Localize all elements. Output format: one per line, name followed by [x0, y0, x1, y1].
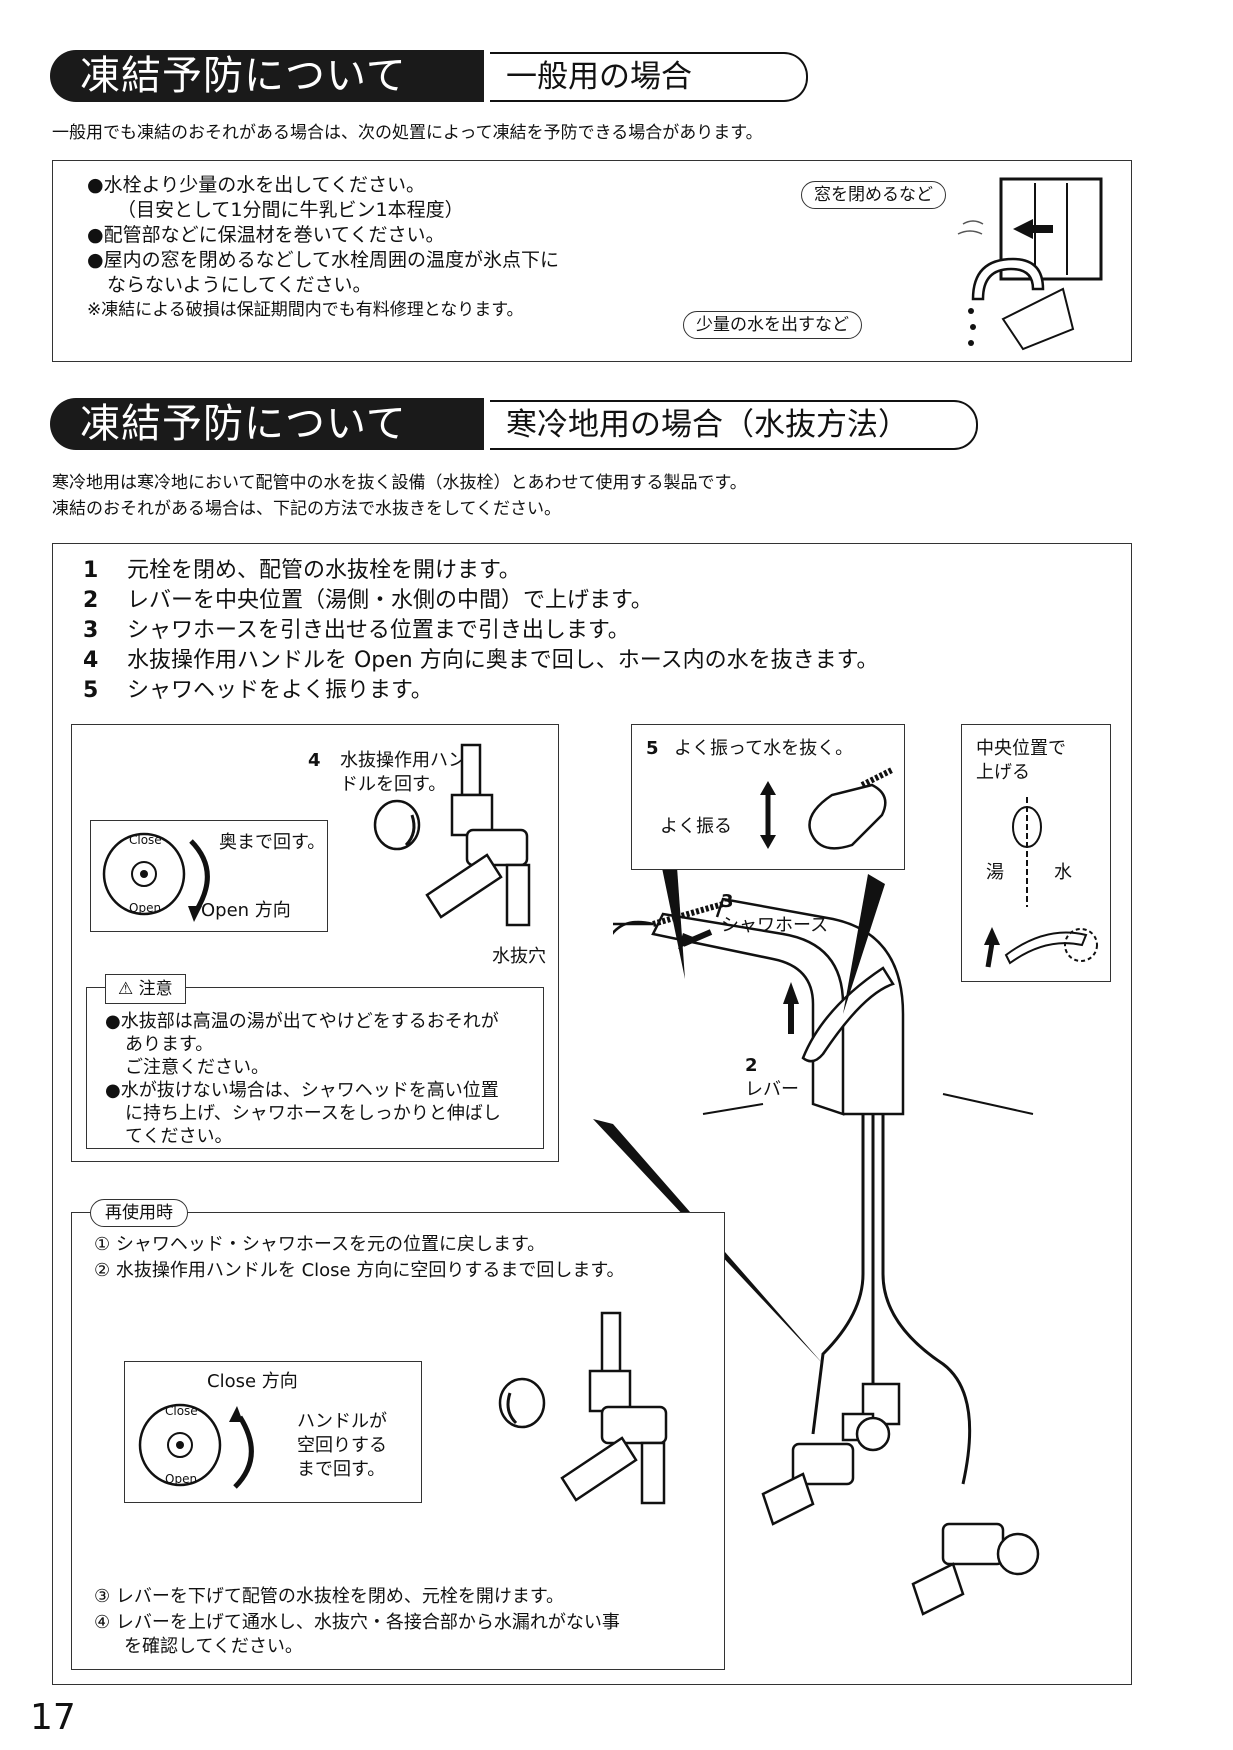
reuse-box: 再使用時 ① シャワヘッド・シャワホースを元の位置に戻します。 ② 水抜操作用ハ… [71, 1199, 725, 1670]
page-number: 17 [30, 1697, 76, 1738]
intro-line: 寒冷地用は寒冷地において配管中の水を抜く設備（水抜栓）とあわせて使用する製品です… [52, 473, 747, 493]
caution-box: ⚠ 注意 ●水抜部は高温の湯が出てやけどをするおそれが あります。 ご注意くださ… [86, 974, 544, 1149]
section2-header: 凍結予防について 寒冷地用の場合（水抜方法） [50, 398, 1010, 450]
tip-line: ●水栓より少量の水を出してください。 [87, 174, 426, 196]
window-faucet-illustration [957, 177, 1103, 351]
rotate-back-arrow-icon [229, 1406, 254, 1489]
fig5-shake-label: よく振る [660, 816, 732, 837]
hot-label: 湯 [986, 862, 1004, 883]
knob-close-text: Close [129, 833, 162, 847]
faucet-illustration [613, 897, 1040, 1616]
section1-intro: 一般用でも凍結のおそれがある場合は、次の処置によって凍結を予防できる場合がありま… [52, 123, 763, 143]
fig4-hole-label: 水抜穴 [492, 946, 546, 967]
section1-box: ●水栓より少量の水を出してください。 （目安として1分間に牛乳ビン1本程度） ●… [52, 160, 1132, 362]
lever-center-icon [1012, 797, 1042, 907]
knob-close-text: Close [165, 1404, 198, 1418]
fig4-open-label: Open 方向 [201, 900, 291, 921]
center-label: 中央位置で 上げる [976, 738, 1066, 783]
tips-list: ●水栓より少量の水を出してください。 （目安として1分間に牛乳ビン1本程度） ●… [87, 173, 559, 323]
warning-triangle-icon: ⚠ [118, 979, 134, 999]
knob-open-text: Open [165, 1472, 198, 1486]
reuse-step-4: ④ レバーを上げて通水し、水抜穴・各接合部から水漏れがない事 を確認してください… [94, 1612, 620, 1657]
open-direction-box: Close Open 奥まで回す。 Open 方向 [90, 820, 328, 932]
hose-label: シャワホース [721, 915, 829, 936]
intro-line: 凍結のおそれがある場合は、下記の方法で水抜きをしてください。 [52, 499, 561, 519]
tip-line: ●屋内の窓を閉めるなどして水栓周囲の温度が氷点下に [87, 249, 560, 271]
close-direction-box: Close 方向 Close Open ハンドルが 空回りする まで回す。 [124, 1361, 422, 1503]
knob-close-icon [138, 1403, 222, 1487]
cold-label: 水 [1054, 862, 1072, 883]
lever-label: レバー [745, 1079, 799, 1100]
drain-handle-illustration [373, 743, 531, 927]
section1-subtitle: 一般用の場合 [490, 52, 808, 102]
section2-intro: 寒冷地用は寒冷地において配管中の水を抜く設備（水抜栓）とあわせて使用する製品です… [52, 470, 747, 522]
caution-header: ⚠ 注意 [105, 974, 186, 1004]
fig5-label: よく振って水を抜く。 [674, 738, 854, 759]
lever-number: 2 [745, 1055, 758, 1076]
rotate-arrow-icon [188, 839, 210, 922]
warranty-note: ※凍結による破損は保証期間内でも有料修理となります。 [87, 300, 524, 320]
tag-small-water: 少量の水を出すなど [683, 311, 862, 339]
fig4-box: 4 水抜操作用ハン ドルを回す。 Close Open 奥まで回す。 Open … [71, 724, 559, 1162]
lever-up-icon [984, 927, 1098, 968]
hose-number: 3 [721, 891, 734, 912]
fig5-box: 5 よく振って水を抜く。 よく振る [631, 724, 905, 870]
tip-line: ならないようにしてください。 [107, 274, 372, 296]
reuse-close-label: Close 方向 [207, 1371, 298, 1392]
reuse-step-2: ② 水抜操作用ハンドルを Close 方向に空回りするまで回します。 [94, 1260, 625, 1281]
knob-open-icon [102, 832, 186, 916]
fig4-label: 水抜操作用ハン ドルを回す。 [340, 750, 466, 795]
drain-handle-reuse-illustration [498, 1311, 668, 1505]
tip-line: （目安として1分間に牛乳ビン1本程度） [117, 199, 464, 221]
tag-close-window: 窓を閉めるなど [801, 181, 946, 209]
center-position-box: 中央位置で 上げる 湯 水 [961, 724, 1111, 982]
shake-illustration [760, 767, 894, 850]
section1-header: 凍結予防について 一般用の場合 [50, 50, 808, 102]
fig4-number: 4 [308, 750, 321, 771]
reuse-title: 再使用時 [90, 1199, 188, 1227]
caution-text: ●水抜部は高温の湯が出てやけどをするおそれが あります。 ご注意ください。 ●水… [105, 1011, 501, 1147]
reuse-step-3: ③ レバーを下げて配管の水抜栓を閉め、元栓を開けます。 [94, 1586, 565, 1607]
fig4-turn-label: 奥まで回す。 [219, 832, 326, 853]
reuse-step-1: ① シャワヘッド・シャワホースを元の位置に戻します。 [94, 1234, 546, 1255]
section2-subtitle: 寒冷地用の場合（水抜方法） [490, 400, 978, 450]
section2-title: 凍結予防について [50, 398, 470, 450]
tip-line: ●配管部などに保温材を巻いてください。 [87, 224, 445, 246]
knob-open-text: Open [129, 901, 162, 915]
reuse-turn-label: ハンドルが 空回りする まで回す。 [297, 1411, 387, 1480]
caution-title: 注意 [138, 979, 173, 999]
section1-title: 凍結予防について [50, 50, 470, 102]
fig5-number: 5 [646, 738, 659, 759]
